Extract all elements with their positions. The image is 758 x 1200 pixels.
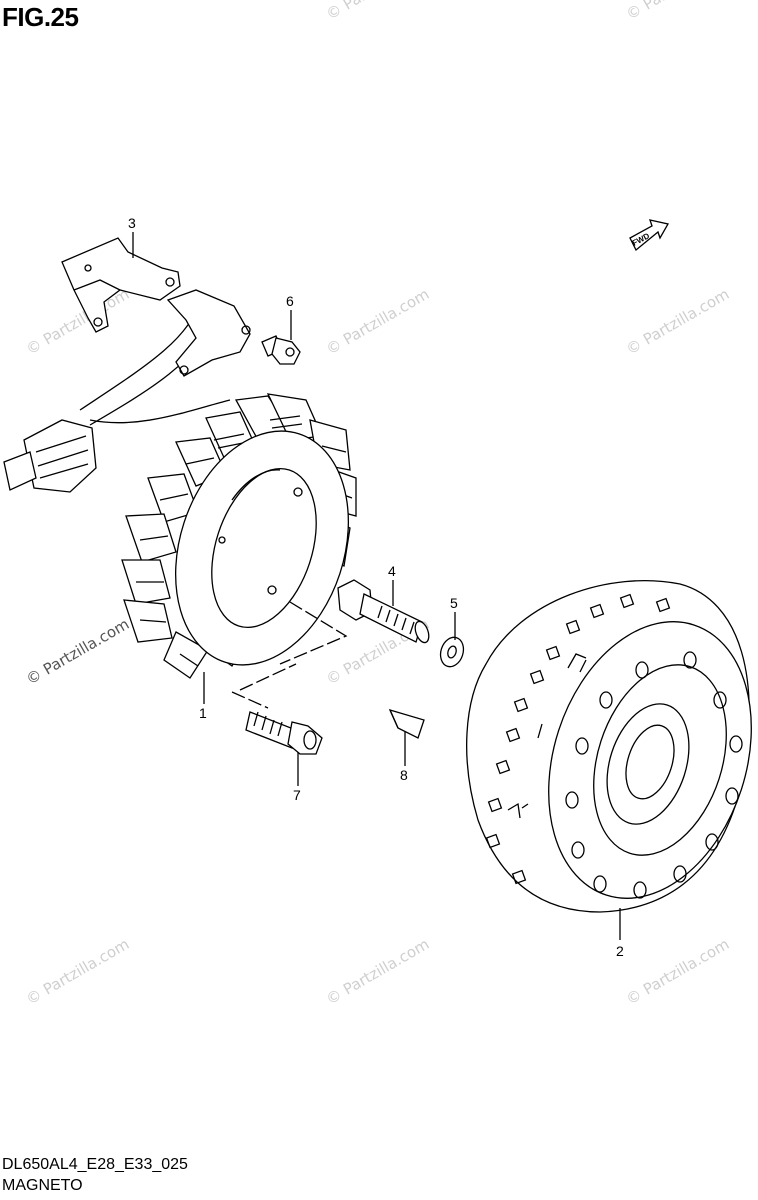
part-1-stator bbox=[121, 393, 357, 709]
watermark-4: © Partzilla.com bbox=[323, 285, 432, 358]
fwd-arrow-icon: FWD bbox=[629, 219, 670, 252]
leader-lines bbox=[132, 232, 621, 940]
watermark-5: © Partzilla.com bbox=[623, 285, 732, 358]
watermark-2: © Partzilla.com bbox=[623, 0, 732, 23]
diagram-code: DL650AL4_E28_E33_025 bbox=[2, 1156, 188, 1173]
rotor-holes bbox=[565, 651, 743, 899]
callout-8: 8 bbox=[400, 767, 408, 783]
part-6-bolt bbox=[261, 335, 301, 365]
callout-4: 4 bbox=[388, 563, 396, 579]
callout-5: 5 bbox=[450, 595, 458, 611]
part-5-washer bbox=[439, 636, 465, 668]
part-3-clamp bbox=[61, 237, 181, 333]
callout-3: 3 bbox=[128, 215, 136, 231]
watermark-9: © Partzilla.com bbox=[23, 935, 132, 1008]
part-7-bolt bbox=[245, 711, 323, 755]
watermark-10: © Partzilla.com bbox=[323, 935, 432, 1008]
diagram-name: MAGNETO bbox=[2, 1177, 83, 1194]
part-2-rotor bbox=[466, 580, 752, 913]
callout-6: 6 bbox=[286, 293, 294, 309]
callout-1: 1 bbox=[199, 705, 207, 721]
callout-7: 7 bbox=[293, 787, 301, 803]
watermark-6: © Partzilla.com bbox=[23, 615, 132, 688]
watermark-11: © Partzilla.com bbox=[623, 935, 732, 1008]
callout-2: 2 bbox=[616, 943, 624, 959]
figure-title: FIG.25 bbox=[2, 2, 79, 32]
part-8-key bbox=[388, 708, 425, 739]
stator-bore bbox=[211, 467, 317, 629]
rotor-slots bbox=[485, 593, 671, 885]
watermark-1: © Partzilla.com bbox=[323, 0, 432, 23]
wire-harness bbox=[3, 289, 251, 493]
callouts: 1 2 3 4 5 6 7 8 bbox=[128, 215, 624, 959]
part-4-bolt bbox=[337, 579, 430, 644]
